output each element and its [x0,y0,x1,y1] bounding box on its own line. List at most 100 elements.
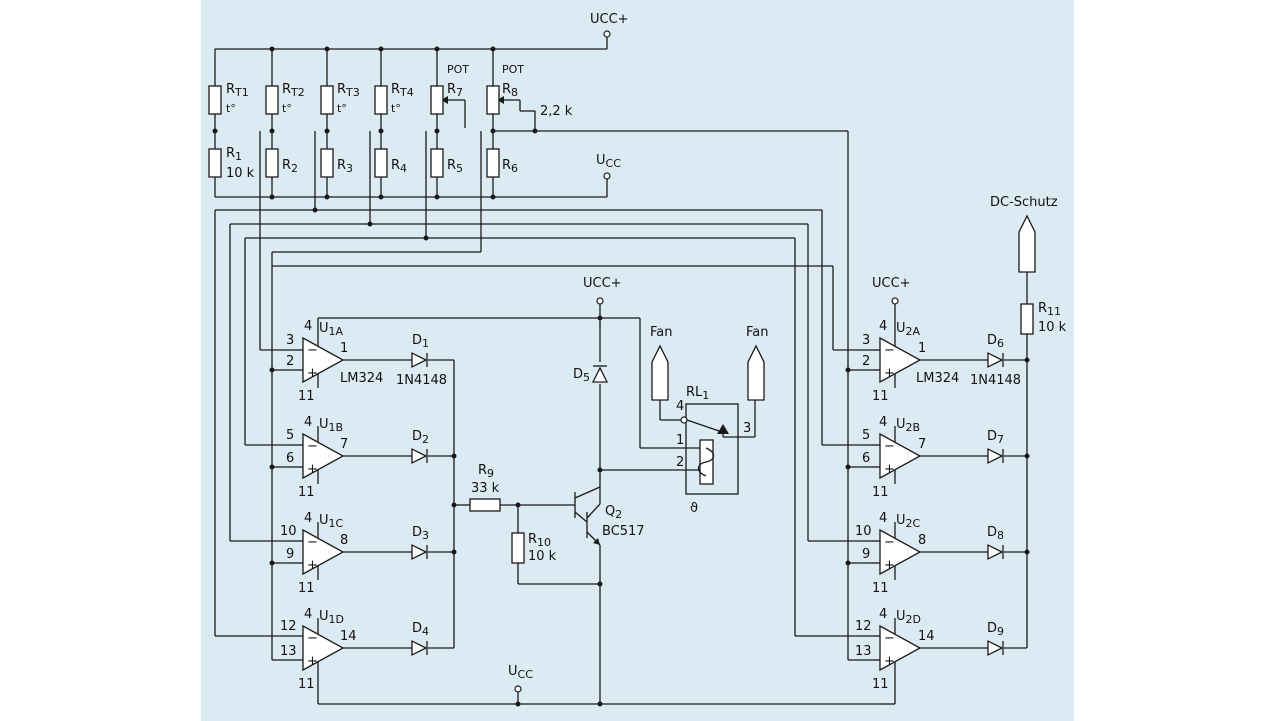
svg-text:RT2: RT2 [282,82,305,99]
ucc-mid-label: UCC [596,153,621,170]
svg-text:POT: POT [502,63,524,76]
resistor-r2: R2 [265,148,298,178]
u1-chip-label: LM324 [340,371,383,386]
svg-text:5: 5 [862,428,870,443]
svg-text:−: − [884,343,895,358]
svg-text:3: 3 [743,421,751,436]
svg-text:+: + [307,558,318,573]
svg-text:12: 12 [280,619,297,634]
svg-text:14: 14 [918,629,935,644]
svg-text:1N4148: 1N4148 [396,373,447,388]
svg-text:11: 11 [298,581,315,596]
svg-text:U1A: U1A [319,321,344,338]
svg-text:R1: R1 [226,146,242,163]
svg-text:6: 6 [286,451,294,466]
resistor-r3: R3 [320,148,353,178]
r8-value: 2,2 k [540,104,573,119]
svg-text:RT3: RT3 [337,82,360,99]
diode-d6: D6 1N4148 [970,333,1021,388]
resistor-r4: R4 [374,148,407,178]
svg-text:−: − [884,631,895,646]
svg-text:4: 4 [304,511,312,526]
ucc-plus-driver-label: UCC+ [583,276,622,291]
sensor-column-wires [212,49,611,200]
svg-text:10: 10 [855,524,872,539]
svg-text:14: 14 [340,629,357,644]
svg-text:BC517: BC517 [602,524,645,539]
svg-text:Fan: Fan [650,325,673,340]
svg-text:13: 13 [855,644,872,659]
svg-text:11: 11 [872,485,889,500]
svg-text:33 k: 33 k [471,481,500,496]
svg-text:4: 4 [879,511,887,526]
svg-text:U2B: U2B [896,417,920,434]
svg-text:2: 2 [286,354,294,369]
fan-connector-left: Fan [650,325,673,401]
fan-connector-right: Fan [746,325,769,401]
svg-text:U1C: U1C [319,513,344,530]
dc-protection-output: DC-Schutz R11 10 k [990,195,1067,335]
svg-text:+: + [307,654,318,669]
svg-text:−: − [307,535,318,550]
potentiometer-r8: POT R8 2,2 k [486,63,573,119]
svg-text:R5: R5 [447,158,463,175]
opamp-u2b: −+ 5 6 4 11 7 U2B [862,415,926,500]
left-diode-bus [343,359,457,649]
thermal-symbol: ϑ [690,501,698,516]
svg-text:12: 12 [855,619,872,634]
thermistor-rt3: RT3 t° [320,82,360,115]
opamp-u2c: −+ 10 9 4 11 8 U2C [855,511,926,596]
svg-text:t°: t° [226,102,236,115]
svg-text:t°: t° [282,102,292,115]
thermistor-rt1: RT1 t° [208,82,249,115]
svg-text:10 k: 10 k [1038,320,1067,335]
svg-text:U2C: U2C [896,513,921,530]
svg-text:1: 1 [918,341,926,356]
diode-d2: D2 [411,429,429,465]
resistor-r5: R5 [430,148,463,178]
diode-d5: D5 [573,365,609,384]
svg-text:U2D: U2D [896,609,921,626]
svg-text:D7: D7 [987,429,1004,446]
svg-text:+: + [307,462,318,477]
svg-text:D8: D8 [987,525,1004,542]
ucc-plus-right-label: UCC+ [872,276,911,291]
svg-text:3: 3 [862,333,870,348]
driver-stage-wires [454,297,604,707]
svg-text:7: 7 [918,437,926,452]
svg-text:11: 11 [298,389,315,404]
svg-text:U2A: U2A [896,321,921,338]
svg-text:+: + [884,558,895,573]
dc-schutz-label: DC-Schutz [990,195,1058,210]
ucc-plus-top-label: UCC+ [590,12,629,27]
right-opamp-supply [880,297,899,705]
potentiometer-r7: POT R7 [430,63,469,115]
svg-text:8: 8 [340,533,348,548]
svg-text:8: 8 [918,533,926,548]
diode-d9: D9 [987,621,1004,657]
svg-text:4: 4 [304,607,312,622]
svg-text:R8: R8 [502,82,518,99]
svg-text:6: 6 [862,451,870,466]
opamp-u2d: −+ 12 13 4 11 14 U2D [855,607,935,692]
svg-text:1N4148: 1N4148 [970,373,1021,388]
diode-d8: D8 [987,525,1004,561]
svg-text:4: 4 [879,607,887,622]
svg-text:11: 11 [298,677,315,692]
svg-text:R3: R3 [337,158,353,175]
top-supply-rail: UCC+ [215,12,629,52]
svg-text:4: 4 [304,319,312,334]
thermistor-rt2: RT2 t° [265,82,305,115]
diode-d4: D4 [411,621,429,657]
left-opamp-group: −+ 3 2 4 11 1 U1A LM324 −+ 5 6 4 11 7 U1… [280,319,383,692]
svg-text:9: 9 [862,547,870,562]
svg-text:R2: R2 [282,158,298,175]
svg-text:4: 4 [304,415,312,430]
signal-routing-wires [214,130,868,661]
resistor-r9: R9 33 k [469,463,501,512]
resistor-r1: R1 10 k [208,146,255,181]
svg-text:2: 2 [676,455,684,470]
svg-text:+: + [307,366,318,381]
opamp-u1b: −+ 5 6 4 11 7 U1B [286,415,348,500]
svg-text:+: + [884,654,895,669]
